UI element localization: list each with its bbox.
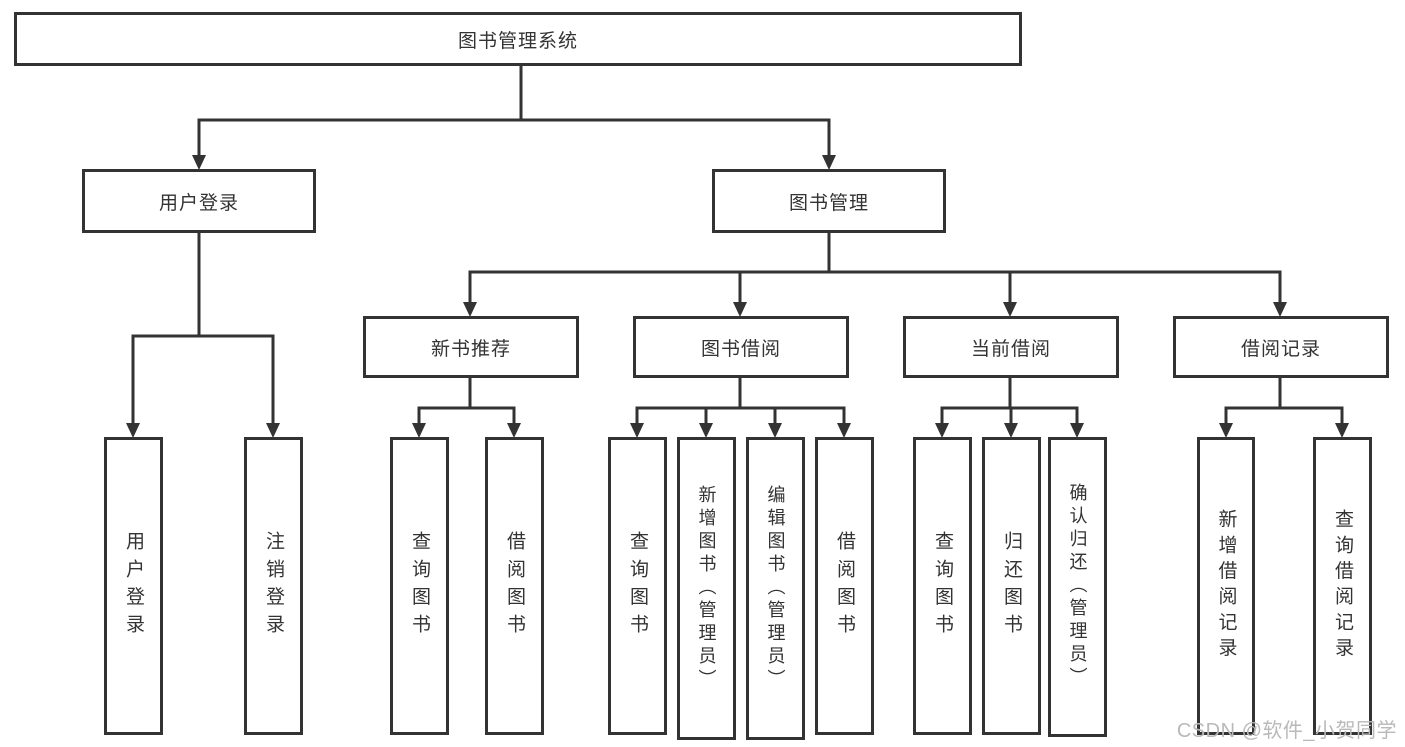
leaf-user-login: 用户登录 — [104, 437, 163, 735]
node-user-login: 用户登录 — [82, 169, 316, 233]
node-root-label: 图书管理系统 — [457, 30, 578, 52]
watermark: CSDN @软件_小贺同学 — [1176, 720, 1397, 742]
leaf-borrow-books-1: 借阅图书 — [485, 437, 544, 735]
node-book-borrowing: 图书借阅 — [633, 316, 849, 378]
node-current-borrowing: 当前借阅 — [903, 316, 1119, 378]
leaf-query-books-2-label: 查询图书 — [627, 530, 648, 642]
leaf-borrow-books-1-label: 借阅图书 — [504, 530, 525, 642]
leaf-edit-book-admin: 编辑图书（管理员） — [746, 437, 805, 740]
leaf-edit-book-admin-label: 编辑图书（管理员） — [765, 484, 786, 693]
node-new-book-recommend-label: 新书推荐 — [430, 338, 511, 360]
leaf-borrow-books-2-label: 借阅图书 — [834, 530, 855, 642]
leaf-query-books-3-label: 查询图书 — [932, 530, 953, 642]
leaf-query-books-3: 查询图书 — [913, 437, 972, 735]
leaf-add-borrow-record: 新增借阅记录 — [1197, 437, 1255, 735]
leaf-confirm-return-admin-label: 确认归还（管理员） — [1067, 483, 1088, 691]
leaf-add-borrow-record-label: 新增借阅记录 — [1215, 509, 1237, 663]
leaf-add-book-admin-label: 新增图书（管理员） — [696, 484, 717, 693]
leaf-confirm-return-admin: 确认归还（管理员） — [1048, 437, 1107, 737]
node-new-book-recommend: 新书推荐 — [363, 316, 579, 378]
leaf-user-login-label: 用户登录 — [123, 530, 144, 642]
node-borrowing-records-label: 借阅记录 — [1240, 338, 1321, 360]
leaf-query-books-1-label: 查询图书 — [409, 530, 430, 642]
leaf-query-books-2: 查询图书 — [608, 437, 667, 735]
leaf-logout: 注销登录 — [244, 437, 303, 735]
node-book-management: 图书管理 — [712, 169, 946, 233]
leaf-query-borrow-record: 查询借阅记录 — [1313, 437, 1372, 735]
leaf-query-books-1: 查询图书 — [390, 437, 449, 735]
leaf-add-book-admin: 新增图书（管理员） — [677, 437, 736, 740]
leaf-return-book-label: 归还图书 — [1001, 530, 1022, 642]
node-root: 图书管理系统 — [14, 12, 1022, 66]
node-book-management-label: 图书管理 — [788, 192, 869, 214]
leaf-logout-label: 注销登录 — [263, 530, 284, 642]
node-book-borrowing-label: 图书借阅 — [700, 338, 781, 360]
node-current-borrowing-label: 当前借阅 — [970, 338, 1051, 360]
leaf-return-book: 归还图书 — [982, 437, 1041, 735]
node-borrowing-records: 借阅记录 — [1173, 316, 1389, 378]
leaf-query-borrow-record-label: 查询借阅记录 — [1332, 509, 1353, 663]
node-user-login-label: 用户登录 — [158, 192, 239, 214]
arrowhead-icons — [126, 155, 1349, 438]
leaf-borrow-books-2: 借阅图书 — [815, 437, 874, 735]
